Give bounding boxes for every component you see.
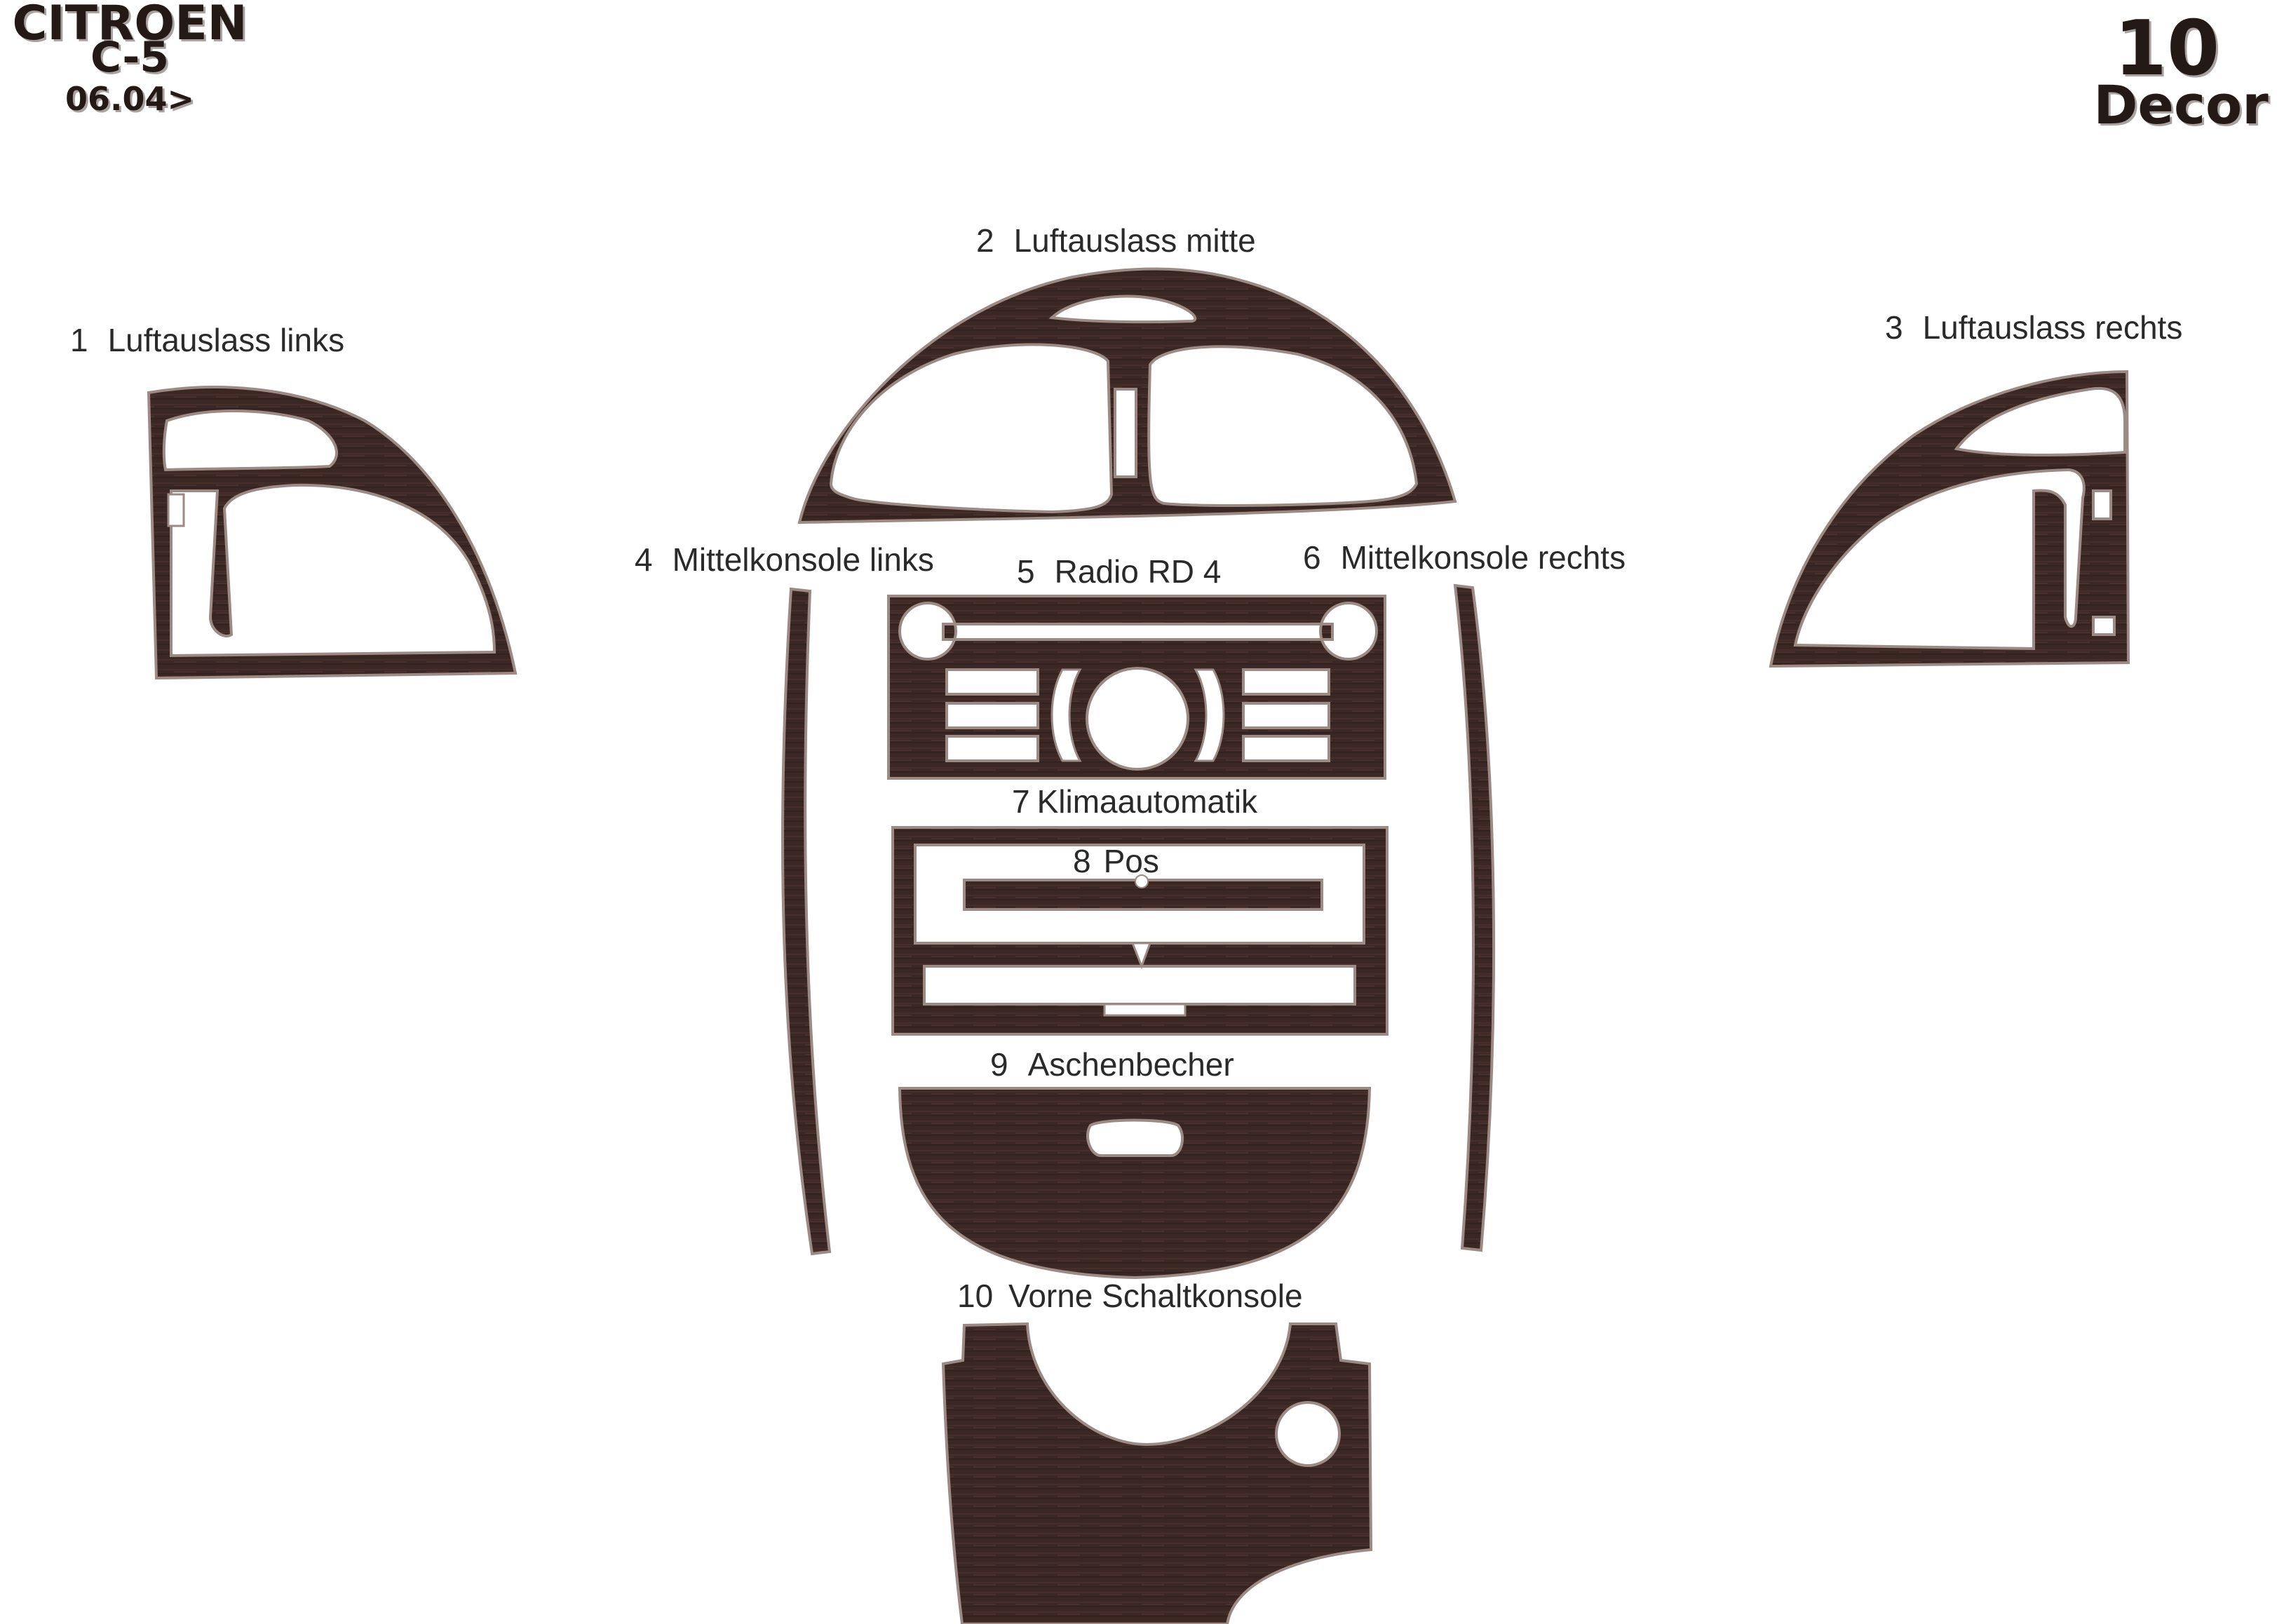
part-name: Luftauslass links [107, 322, 345, 358]
part-8-pos-bar [963, 874, 1323, 911]
part-10-front-shift-console [941, 1322, 1373, 1624]
part-number: 1 [70, 322, 88, 358]
date-label: 06.04> [65, 80, 195, 118]
part-2-center-vent [797, 267, 1457, 525]
part-label-4: 4 Mittelkonsole links [635, 543, 934, 576]
part-label-3: 3 Luftauslass rechts [1885, 311, 2182, 344]
part-name: Mittelkonsole links [672, 541, 934, 578]
part-number: 9 [990, 1046, 1008, 1083]
part-label-5: 5 Radio RD 4 [1017, 555, 1221, 588]
part-name: Mittelkonsole rechts [1340, 539, 1626, 576]
piece-count: 10 [2114, 5, 2220, 93]
part-9-ashtray-cover [898, 1087, 1372, 1280]
part-name: Pos [1103, 843, 1159, 879]
part-number: 2 [976, 222, 994, 259]
part-name: Vorne Schaltkonsole [1008, 1278, 1303, 1314]
part-label-10: 10 Vorne Schaltkonsole [957, 1280, 1303, 1312]
part-7-climate-frame [891, 826, 1389, 1036]
part-number: 8 [1073, 843, 1091, 879]
part-number: 3 [1885, 309, 1903, 346]
part-label-9: 9 Aschenbecher [990, 1048, 1234, 1081]
part-1-left-vent [147, 386, 518, 680]
model-title: C-5 [90, 33, 170, 82]
part-name: Klimaautomatik [1036, 783, 1258, 820]
part-6-console-right-strip [1453, 583, 1496, 1252]
part-5-radio-bezel [887, 595, 1386, 780]
part-label-8: 8 Pos [1073, 845, 1159, 877]
part-name: Luftauslass rechts [1922, 309, 2183, 346]
part-number: 7 [1012, 783, 1030, 820]
part-label-6: 6 Mittelkonsole rechts [1303, 541, 1626, 574]
part-4-console-left-strip [781, 587, 832, 1256]
part-label-1: 1 Luftauslass links [70, 324, 344, 356]
part-label-2: 2 Luftauslass mitte [976, 224, 1256, 257]
kit-type: Decor [2093, 74, 2269, 136]
part-number: 4 [635, 541, 653, 578]
part-name: Luftauslass mitte [1013, 222, 1256, 259]
part-number: 10 [957, 1278, 994, 1314]
brand-title: CITROEN [12, 0, 248, 51]
part-number: 5 [1017, 553, 1035, 590]
part-name: Aschenbecher [1027, 1046, 1234, 1083]
part-3-right-vent [1769, 370, 2130, 668]
part-name: Radio RD 4 [1054, 553, 1222, 590]
part-number: 6 [1303, 539, 1321, 576]
